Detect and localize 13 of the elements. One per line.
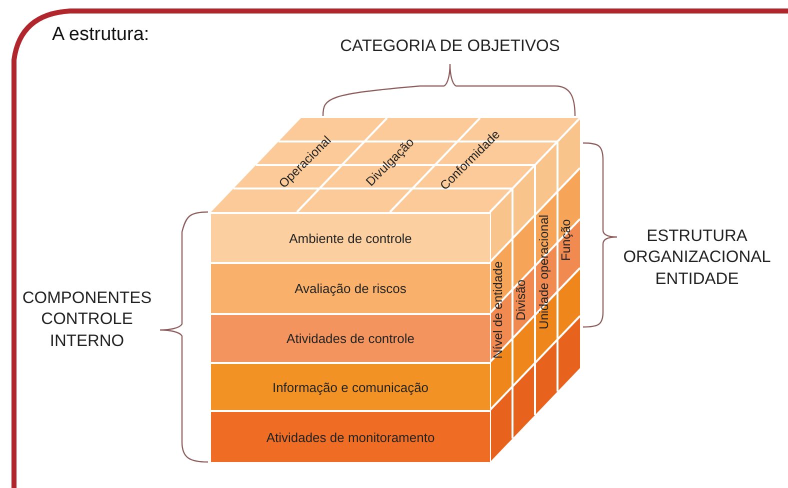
component-band: Atividades de controle xyxy=(211,313,490,362)
axis-label: ESTRUTURA ORGANIZACIONAL ENTIDADE xyxy=(622,226,772,290)
unit-label: Função xyxy=(559,219,573,261)
unit-label: Unidade operacional xyxy=(537,214,551,330)
component-band: Atividades de monitoramento xyxy=(211,410,490,462)
axis-label: COMPONENTES CONTROLE INTERNO xyxy=(21,288,153,352)
component-band: Avaliação de riscos xyxy=(211,262,490,313)
axis-label: CATEGORIA DE OBJETIVOS xyxy=(339,36,561,57)
title: A estrutura: xyxy=(52,24,150,46)
unit-label: Divisão xyxy=(514,280,528,320)
component-band: Ambiente de controle xyxy=(211,212,490,262)
unit-label: Nível de entidade xyxy=(491,261,505,359)
component-band: Informação e comunicação xyxy=(211,362,490,410)
